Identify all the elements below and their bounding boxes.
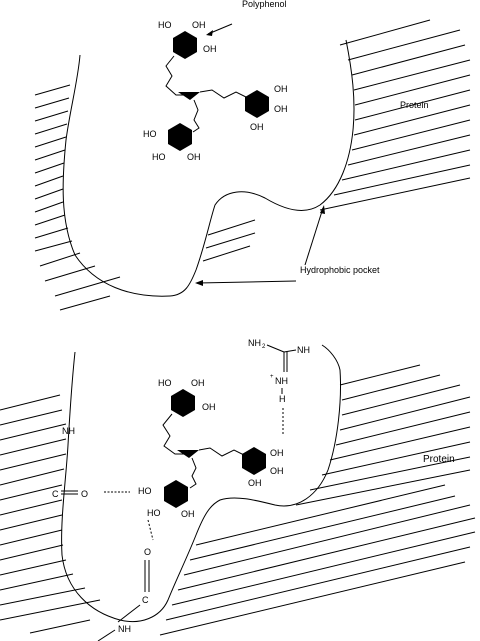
bottom-ring-c — [164, 480, 188, 508]
left-nh-label: NH — [62, 426, 75, 436]
top-protein-label: Protein — [400, 100, 429, 110]
top-ring-a-oh2: OH — [203, 44, 217, 54]
bottom-ring-c-ho1: HO — [138, 486, 152, 496]
top-panel: HO OH OH OH OH OH HO HO OH Polyphenol Pr… — [34, 0, 471, 311]
guan-nh2-subscript: 2 — [262, 344, 266, 350]
bottom-ring-c-ho2: HO — [147, 508, 161, 518]
top-ring-c-ho1: HO — [143, 129, 157, 139]
bottom-polyphenol: HO OH OH OH OH OH HO HO OH — [138, 378, 284, 519]
bottom-ring-b-oh1: OH — [270, 448, 284, 458]
guan-nh-plus-label: NH — [275, 376, 288, 386]
bottom-ring-a-oh1: OH — [191, 378, 205, 388]
bottom-carbonyl-o: O — [144, 547, 151, 557]
top-hatch-inner — [202, 219, 256, 262]
bottom-ring-a — [171, 389, 195, 417]
bottom-hatch-right — [295, 364, 471, 506]
bottom-ring-b-oh3: OH — [248, 478, 262, 488]
pocket-label: Hydrophobic pocket — [300, 265, 380, 275]
top-ring-b-oh2: OH — [274, 104, 288, 114]
bottom-hatch-left — [0, 394, 101, 634]
top-ring-c-ho2: HO — [152, 152, 166, 162]
left-carbonyl-o: O — [81, 489, 88, 499]
bottom-protein-label: Protein — [423, 454, 455, 465]
bottom-hatch-lower — [159, 484, 476, 636]
polyphenol-label: Polyphenol — [242, 0, 287, 9]
bottom-carbonyl-c: C — [142, 595, 149, 605]
bottom-nh-label: NH — [118, 624, 131, 634]
bottom-panel: NH C O O C NH NH 2 NH + NH H HO OH OH — [0, 338, 476, 641]
guan-nh-label: NH — [297, 345, 310, 355]
bottom-ring-c-oh: OH — [181, 509, 195, 519]
top-hatch-right — [319, 19, 471, 211]
left-carbonyl-c: C — [52, 489, 59, 499]
top-ring-b-oh1: OH — [274, 84, 288, 94]
top-ring-a-oh1: OH — [192, 20, 206, 30]
top-ring-a-ho: HO — [158, 20, 172, 30]
bottom-ring-a-ho: HO — [158, 378, 172, 388]
top-ring-c-oh: OH — [187, 152, 201, 162]
top-polyphenol: HO OH OH OH OH OH HO HO OH — [143, 20, 288, 162]
top-wedge — [178, 92, 200, 100]
bottom-wedge — [177, 450, 199, 458]
guan-h-label: H — [279, 394, 286, 404]
guan-nh2-label: NH — [248, 338, 261, 348]
top-ring-b-oh3: OH — [250, 122, 264, 132]
guan-plus-label: + — [270, 374, 274, 380]
bottom-ring-b-oh2: OH — [270, 466, 284, 476]
top-hatch-left — [34, 84, 121, 311]
top-ring-a — [173, 31, 197, 59]
top-pocket-outline — [62, 39, 355, 297]
bottom-ring-b — [242, 447, 266, 475]
top-ring-b — [245, 90, 269, 118]
top-ring-c — [168, 123, 192, 151]
bottom-pocket-outline — [61, 344, 341, 623]
bottom-ring-a-oh2: OH — [202, 402, 216, 412]
